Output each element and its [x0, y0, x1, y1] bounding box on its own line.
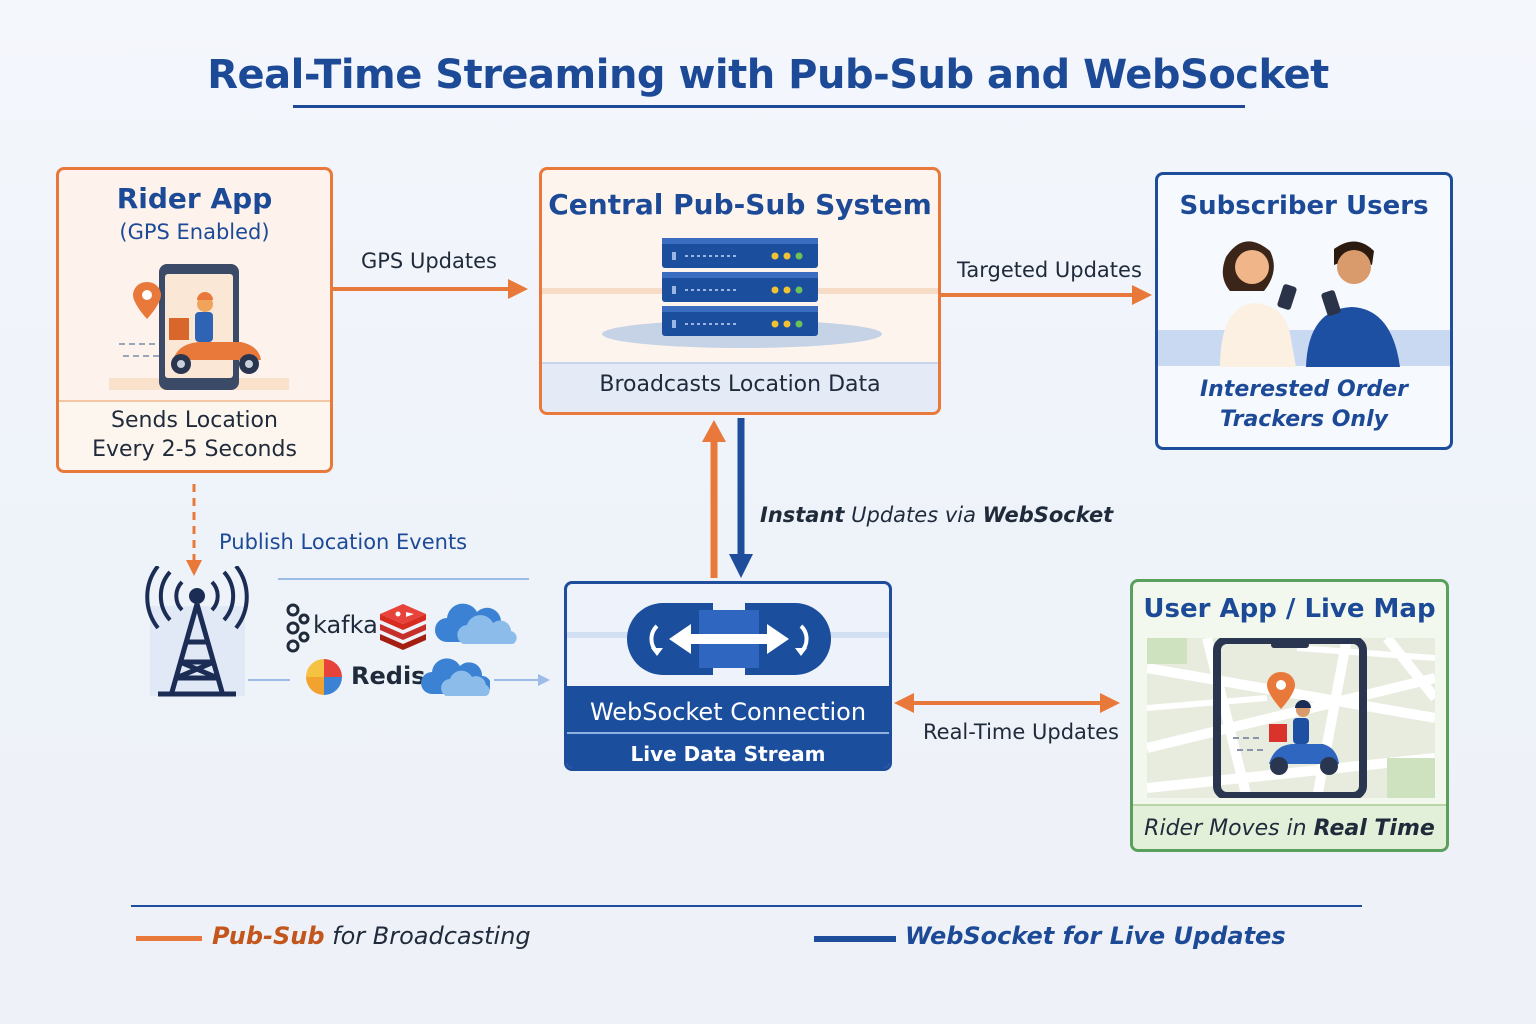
- user-app-title: User App / Live Map: [1143, 594, 1436, 624]
- kafka-icon: [286, 603, 310, 653]
- cloud-icon-2: [421, 658, 490, 696]
- pubsub-box: Central Pub-Sub System Broadcasts Locati…: [539, 167, 941, 415]
- websocket-title: WebSocket Connection: [589, 698, 867, 726]
- kafka-label: kafka: [313, 611, 378, 639]
- rider-caption-line2: Every 2-5 Seconds: [92, 437, 297, 462]
- legend-websocket-label: WebSocket for Live Updates: [905, 922, 1286, 950]
- websocket-plug-icon: [627, 603, 831, 675]
- legend-pubsub-bold: Pub-Sub: [212, 922, 325, 950]
- stream-to-websocket-arrow: [494, 674, 550, 686]
- publish-events-label: Publish Location Events: [219, 530, 468, 554]
- legend-divider: [131, 905, 1362, 907]
- rider-caption-line1: Sends Location: [111, 408, 278, 433]
- location-pin-icon: [133, 282, 161, 319]
- page-title: Real-Time Streaming with Pub-Sub and Web…: [207, 52, 1329, 98]
- gps-updates-label: GPS Updates: [361, 249, 497, 273]
- instant-updates-label: Instant Updates via WebSocket: [760, 503, 1113, 527]
- title-underline: [293, 105, 1245, 108]
- instant-word: Instant: [760, 503, 845, 527]
- websocket-subtitle: Live Data Stream: [630, 742, 826, 766]
- targeted-updates-arrow: [941, 285, 1152, 305]
- redis-icon: [380, 604, 426, 650]
- rider-app-title: Rider App: [116, 182, 273, 215]
- user-app-caption: Rider Moves in Real Time: [1133, 816, 1446, 841]
- subscriber-caption-line2: Trackers Only: [1220, 407, 1388, 432]
- pubsub-up-arrow: [702, 420, 726, 578]
- publish-dashed-arrow: [186, 484, 202, 576]
- scooter-rider-icon-2: [1233, 700, 1339, 775]
- pubsub-title: Central Pub-Sub System: [548, 188, 932, 221]
- cell-tower-icon: [145, 566, 249, 697]
- redis-label: Redis: [351, 662, 426, 690]
- websocket-box: WebSocket Connection Live Data Stream: [564, 581, 892, 771]
- gps-updates-arrow: [333, 279, 528, 299]
- legend-websocket-swatch: [814, 936, 896, 942]
- websocket-label-area: WebSocket Connection Live Data Stream: [567, 686, 889, 768]
- pie-icon: [306, 659, 342, 695]
- targeted-updates-label: Targeted Updates: [957, 258, 1142, 282]
- rider-app-subtitle: (GPS Enabled): [119, 220, 270, 244]
- instant-middle: Updates via: [844, 503, 983, 527]
- subscriber-box: Subscriber Users Interested Order Tracke…: [1155, 172, 1453, 450]
- map-icon: [1147, 638, 1435, 798]
- pubsub-caption: Broadcasts Location Data: [599, 372, 881, 397]
- user-app-caption-bold: Real Time: [1313, 816, 1435, 841]
- people-with-phones-icon: [1220, 241, 1400, 367]
- server-rack-icon: [602, 238, 882, 348]
- user-app-caption-area: Rider Moves in Real Time: [1133, 804, 1446, 849]
- location-pin-icon-2: [1267, 672, 1295, 709]
- legend-pubsub-rest: for Broadcasting: [324, 922, 531, 950]
- realtime-double-arrow: [894, 693, 1120, 713]
- rider-app-box: Rider App (GPS Enabled) Sends Location E…: [56, 167, 333, 473]
- legend-pubsub-swatch: [136, 936, 202, 941]
- phone-frame-icon: [1213, 638, 1367, 798]
- legend-pubsub-label: Pub-Sub for Broadcasting: [212, 922, 531, 950]
- user-app-caption-prefix: Rider Moves in: [1144, 816, 1314, 841]
- user-app-box: User App / Live Map Rider Moves in Real …: [1130, 579, 1449, 852]
- subscriber-title: Subscriber Users: [1179, 191, 1429, 221]
- instant-websocket-word: WebSocket: [982, 503, 1114, 527]
- subscriber-caption-line1: Interested Order: [1199, 377, 1409, 402]
- realtime-updates-label: Real-Time Updates: [923, 720, 1119, 744]
- scooter-rider-icon: [119, 292, 261, 374]
- pubsub-caption-area: Broadcasts Location Data: [542, 362, 938, 412]
- rider-app-caption-area: Sends Location Every 2-5 Seconds: [59, 400, 330, 470]
- websocket-down-arrow: [729, 418, 753, 578]
- rider-illustration: [109, 264, 289, 390]
- cloud-icon: [435, 603, 517, 644]
